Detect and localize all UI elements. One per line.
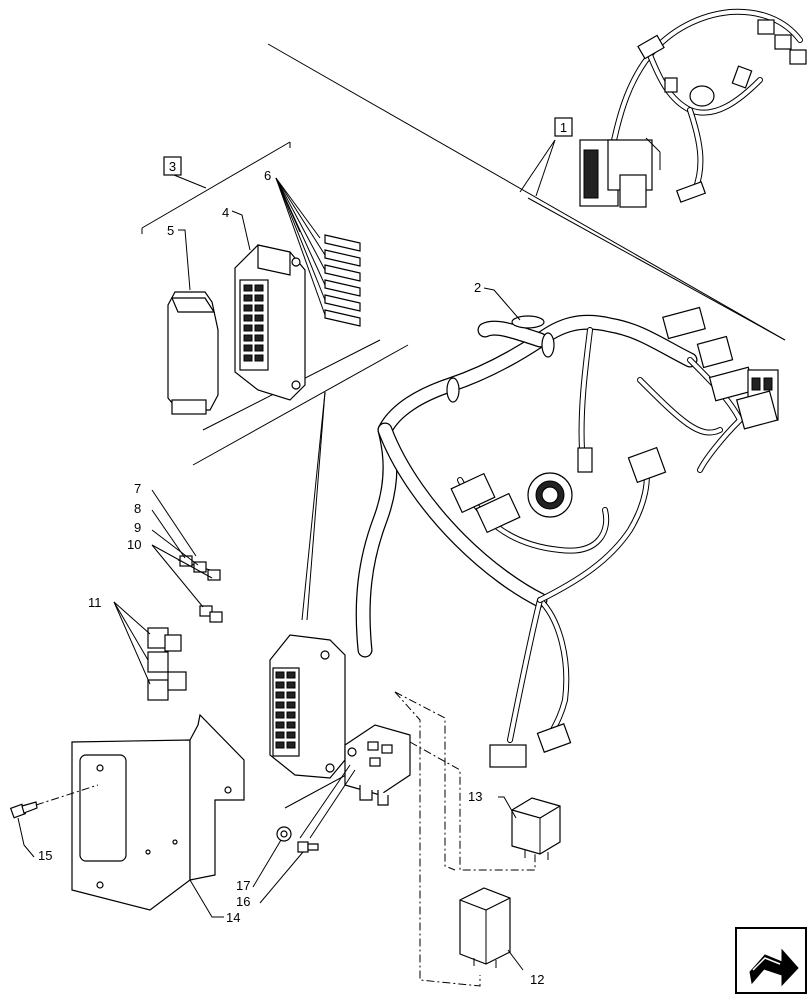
callout-4: 4 xyxy=(222,205,229,220)
next-page-arrow-icon[interactable] xyxy=(735,927,807,994)
relay-socket xyxy=(344,724,411,806)
harness-assembly-1 xyxy=(579,8,807,208)
callout-12: 12 xyxy=(530,972,544,987)
small-terminals-7-10 xyxy=(177,555,223,623)
relay-12 xyxy=(459,887,511,968)
callout-10: 10 xyxy=(127,537,141,552)
relay-13 xyxy=(511,797,561,860)
divider-line-mid-2 xyxy=(192,344,409,466)
callout-14: 14 xyxy=(226,910,240,925)
screw-15 xyxy=(9,801,38,819)
relay-12-guide-a xyxy=(394,691,456,871)
connector-housing-4 xyxy=(234,244,306,401)
lower-connector-housing xyxy=(269,634,346,779)
callout-2: 2 xyxy=(474,280,481,295)
divider-line-upper xyxy=(267,43,786,341)
callout-8: 8 xyxy=(134,501,141,516)
callout-6: 6 xyxy=(264,168,271,183)
callout-15: 15 xyxy=(38,848,52,863)
callout-16: 16 xyxy=(236,894,250,909)
callout-11: 11 xyxy=(88,595,102,610)
relay-13-guide xyxy=(409,741,536,871)
screw-16 xyxy=(297,841,319,853)
detail-leader-b xyxy=(306,391,326,621)
terminal-strips-6 xyxy=(324,234,361,327)
callout-3: 3 xyxy=(163,156,182,176)
mounting-bracket-14 xyxy=(71,713,245,911)
group-3-bracket-line xyxy=(141,141,291,229)
connector-cover-5 xyxy=(167,291,219,415)
callout-leaders xyxy=(17,177,524,971)
screw-15-axis xyxy=(35,784,99,806)
connector-pins xyxy=(243,284,264,362)
callout-17: 17 xyxy=(236,878,250,893)
divider-line-lower xyxy=(527,197,786,341)
nut-17 xyxy=(276,826,292,842)
group-1-leader-2 xyxy=(535,139,556,197)
detail-leader-a xyxy=(301,391,326,621)
callout-1: 1 xyxy=(554,117,573,137)
group-3-leader xyxy=(173,174,207,189)
group-1-leader xyxy=(519,139,556,193)
callout-9: 9 xyxy=(134,520,141,535)
svg-text:3: 3 xyxy=(169,159,176,174)
lower-connector-pins xyxy=(275,671,296,749)
callout-7: 7 xyxy=(134,481,141,496)
callout-5: 5 xyxy=(167,223,174,238)
callout-13: 13 xyxy=(468,789,482,804)
svg-text:1: 1 xyxy=(560,120,567,135)
relays-11 xyxy=(147,627,187,701)
main-harness-2 xyxy=(355,306,779,768)
